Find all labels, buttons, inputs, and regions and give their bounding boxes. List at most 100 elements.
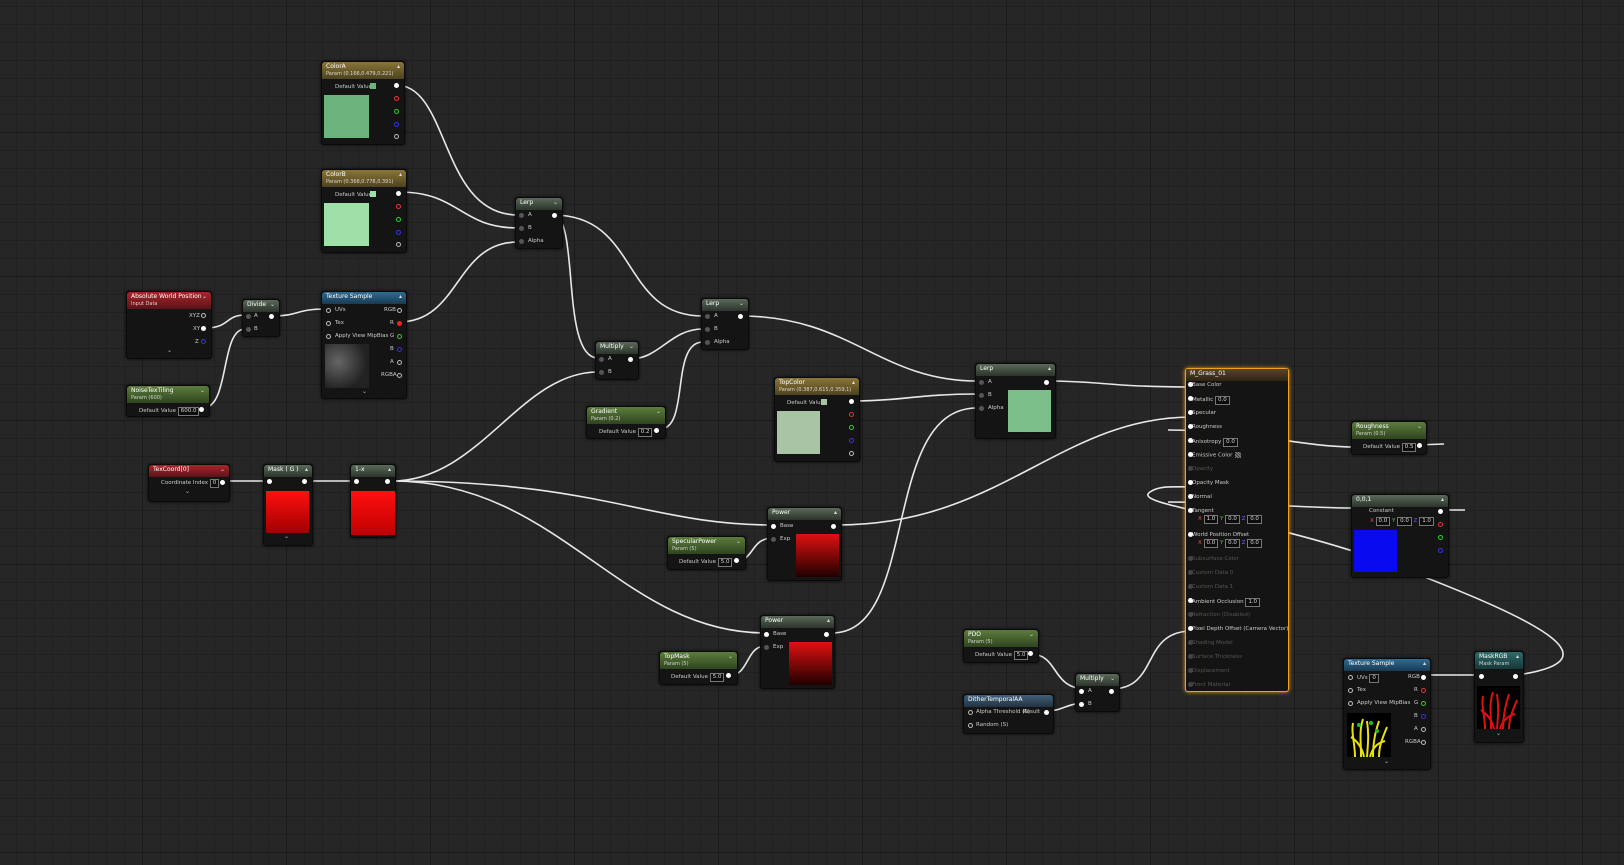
material-pin-row[interactable]: Base Color [1188, 382, 1222, 389]
y-value-field[interactable]: 0.0 [1397, 517, 1412, 526]
lerp-node-2[interactable]: Lerp⌄ A B Alpha [701, 298, 749, 350]
chevron-down-icon[interactable]: ⌄ [1109, 675, 1115, 682]
output-pin-b[interactable] [394, 122, 399, 127]
output-pin-b[interactable] [1421, 714, 1426, 719]
material-pin-row[interactable]: Shading Model [1188, 640, 1233, 647]
output-pin-result[interactable] [1044, 710, 1049, 715]
input-pin-random[interactable] [968, 723, 973, 728]
output-pin-rgb[interactable] [849, 399, 854, 404]
material-pin-row[interactable]: Displacement [1188, 668, 1230, 675]
input-pin[interactable] [1188, 682, 1193, 687]
input-pin[interactable] [1188, 396, 1193, 401]
collapse-icon[interactable]: ▴ [833, 509, 837, 516]
texture-sample-node-2[interactable]: Texture Sample▴ UVs 0 Tex Apply View Mip… [1343, 658, 1431, 770]
input-pin-alpha[interactable] [979, 406, 984, 411]
output-pin[interactable] [1513, 674, 1518, 679]
node-header[interactable]: Mask ( G )▴ [264, 465, 312, 477]
output-pin[interactable] [199, 407, 204, 412]
node-header[interactable]: Multiply⌄ [1076, 674, 1119, 686]
input-pin[interactable] [1188, 556, 1193, 561]
constant3vector-node[interactable]: 0,0,1▴ Constant X 0.0 Y 0.0 Z 1.0 [1351, 494, 1449, 578]
output-pin-b[interactable] [397, 347, 402, 352]
node-header[interactable]: Divide⌄ [243, 300, 279, 312]
collapse-icon[interactable]: ▴ [1515, 653, 1519, 660]
output-pin-rgb[interactable] [1421, 675, 1426, 680]
chevron-down-icon[interactable]: ⌄ [219, 466, 225, 473]
output-pin-rgb[interactable] [1438, 509, 1443, 514]
material-pin-row[interactable]: Anisotropy 0.0 [1188, 438, 1238, 447]
material-pin-row[interactable]: Roughness [1188, 424, 1222, 431]
output-pin-g[interactable] [1438, 535, 1443, 540]
output-pin-rgb[interactable] [394, 83, 399, 88]
node-header[interactable]: TexCoord[0]⌄ [149, 465, 229, 477]
input-pin-exp[interactable] [764, 645, 769, 650]
output-pin-g[interactable] [1421, 701, 1426, 706]
input-pin[interactable] [1188, 668, 1193, 673]
chevron-down-icon[interactable]: ⌄ [552, 199, 558, 206]
expand-icon[interactable]: ⌄ [1384, 758, 1390, 765]
one-minus-node[interactable]: 1-x▴ [350, 464, 396, 538]
output-pin-r[interactable] [1438, 522, 1443, 527]
input-pin[interactable] [1188, 480, 1193, 485]
x-value-field[interactable]: 0.0 [1375, 517, 1391, 526]
expand-icon[interactable]: ⌄ [284, 533, 290, 540]
collapse-icon[interactable]: ▴ [396, 63, 400, 70]
input-pin[interactable] [1188, 612, 1193, 617]
input-pin-mipbias[interactable] [1348, 701, 1353, 706]
y-value-field[interactable]: 0.0 [1225, 515, 1240, 524]
material-pin-row[interactable]: Opacity [1188, 466, 1213, 473]
default-color-swatch[interactable] [370, 191, 376, 197]
lerp-node-3[interactable]: Lerp▴ A B Alpha [975, 363, 1056, 439]
z-value-field[interactable]: 1.0 [1419, 517, 1434, 526]
y-value-field[interactable]: 0.0 [1225, 539, 1240, 548]
input-pin-b[interactable] [979, 393, 984, 398]
node-header[interactable]: Multiply⌄ [596, 342, 638, 354]
output-pin-r[interactable] [396, 204, 401, 209]
default-value-field[interactable]: 0.2 [637, 428, 653, 437]
node-header[interactable]: Texture Sample▴ [322, 292, 406, 304]
multiply-node-1[interactable]: Multiply⌄ A B [595, 341, 639, 380]
output-pin-r[interactable] [849, 412, 854, 417]
material-pin-row[interactable]: Tangent [1188, 508, 1214, 515]
input-pin-tex[interactable] [1348, 688, 1353, 693]
material-pin-row[interactable]: Emissive Color [1188, 452, 1242, 460]
input-pin-b[interactable] [246, 327, 251, 332]
collapse-icon[interactable]: ▴ [398, 171, 402, 178]
power-node-2[interactable]: Power▴ Base Exp [760, 615, 835, 689]
input-pin[interactable] [1188, 410, 1193, 415]
input-pin-alpha[interactable] [705, 340, 710, 345]
output-pin-rgb[interactable] [396, 191, 401, 196]
node-header[interactable]: Texture Sample▴ [1344, 659, 1430, 671]
material-pin-row[interactable]: Custom Data 0 [1188, 570, 1233, 577]
input-pin[interactable] [1188, 452, 1193, 457]
output-pin-b[interactable] [396, 230, 401, 235]
emissive-swatch[interactable] [1235, 452, 1242, 458]
collapse-icon[interactable]: ▴ [387, 466, 391, 473]
collapse-icon[interactable]: ▴ [304, 466, 308, 473]
output-pin-rgba[interactable] [1421, 740, 1426, 745]
coordinate-index-field[interactable]: 0 [209, 479, 220, 488]
output-pin[interactable] [738, 314, 743, 319]
output-pin[interactable] [1028, 651, 1033, 656]
node-header[interactable]: Power▴ [768, 508, 841, 520]
chevron-down-icon[interactable]: ⌄ [1416, 423, 1422, 430]
input-pin[interactable] [1188, 570, 1193, 575]
input-pin-b[interactable] [599, 370, 604, 375]
material-pin-row[interactable]: Metallic 0.0 [1188, 396, 1230, 405]
input-pin-b[interactable] [1079, 702, 1084, 707]
output-pin[interactable] [1109, 689, 1114, 694]
output-pin-xy[interactable] [201, 326, 206, 331]
material-pin-row[interactable]: Custom Data 1 [1188, 584, 1233, 591]
input-pin-a[interactable] [246, 314, 251, 319]
texture-sample-node[interactable]: Texture Sample▴ UVs Tex Apply View MipBi… [321, 291, 407, 399]
node-header[interactable]: 1-x▴ [351, 465, 395, 477]
